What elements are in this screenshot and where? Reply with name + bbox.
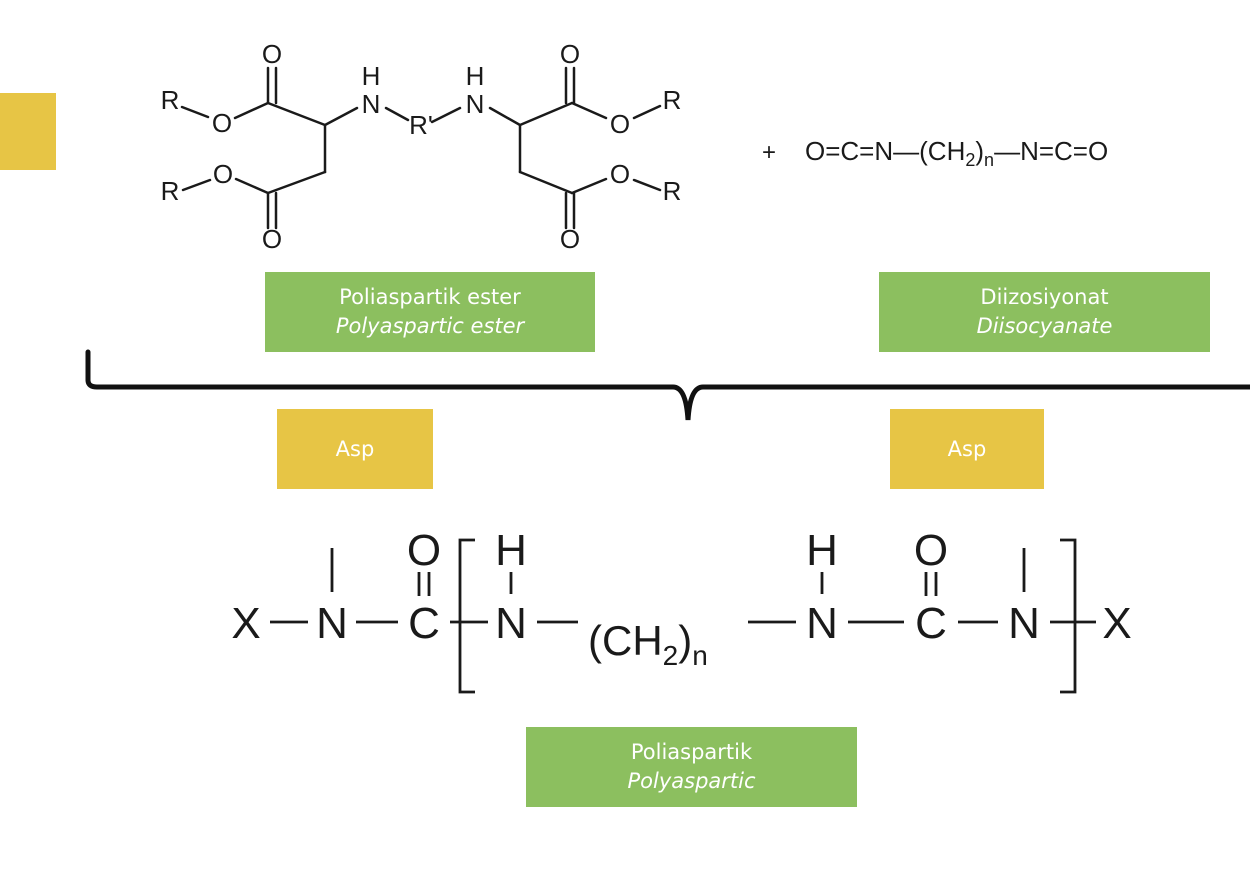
methylene-chain: (CH2)n xyxy=(588,617,708,671)
atom-o: O xyxy=(212,108,232,138)
asp-label-left: Asp xyxy=(277,409,433,489)
atom-o: O xyxy=(407,526,441,575)
atom-o: O xyxy=(610,159,630,189)
polyaspartic-product-label: Poliaspartik Polyaspartic xyxy=(526,727,857,807)
asp-label-right: Asp xyxy=(890,409,1044,489)
label-tr: Poliaspartik xyxy=(630,740,753,764)
label-en: Diisocyanate xyxy=(976,314,1113,338)
atom-x: X xyxy=(231,599,260,648)
atom-h: H xyxy=(495,526,527,575)
atom-h: H xyxy=(362,61,381,91)
atom-r: R xyxy=(663,176,682,206)
diisocyanate-label: Diizosiyonat Diisocyanate xyxy=(879,272,1210,352)
label-tr: Poliaspartik ester xyxy=(339,285,521,309)
atom-o: O xyxy=(560,39,580,69)
polyaspartic-ester-label: Poliaspartik ester Polyaspartic ester xyxy=(265,272,595,352)
ester-atom-labels: R O O R O O H N R' H N O O R O R O xyxy=(161,39,682,254)
atom-r-prime: R' xyxy=(409,110,433,140)
atom-r: R xyxy=(161,176,180,206)
cropped-asp-box xyxy=(0,93,56,170)
atom-o: O xyxy=(262,39,282,69)
atom-o: O xyxy=(914,526,948,575)
atom-r: R xyxy=(161,85,180,115)
diisocyanate-formula: O=C=N—(CH2)n—N=C=O xyxy=(805,136,1108,170)
label-tr: Diizosiyonat xyxy=(980,285,1109,309)
atom-r: R xyxy=(663,85,682,115)
atom-n: N xyxy=(316,599,348,648)
atom-o: O xyxy=(560,224,580,254)
asp-text: Asp xyxy=(947,436,987,461)
atom-o: O xyxy=(213,159,233,189)
reaction-brace xyxy=(85,349,1250,421)
atom-h: H xyxy=(806,526,838,575)
atom-c: C xyxy=(915,599,947,648)
product-bonds xyxy=(270,538,1096,694)
label-en: Polyaspartic ester xyxy=(335,314,525,338)
plus-sign: + xyxy=(762,139,776,166)
atom-o: O xyxy=(610,109,630,139)
label-en: Polyaspartic xyxy=(627,769,756,793)
atom-n: N xyxy=(466,89,485,119)
asp-text: Asp xyxy=(335,436,375,461)
atom-n: N xyxy=(495,599,527,648)
atom-o: O xyxy=(262,224,282,254)
polyaspartic-ester-structure xyxy=(180,66,662,230)
atom-n: N xyxy=(1008,599,1040,648)
atom-c: C xyxy=(408,599,440,648)
atom-n: N xyxy=(362,89,381,119)
atom-n: N xyxy=(806,599,838,648)
atom-h: H xyxy=(466,61,485,91)
product-structure: X N C O H N H N C O N X xyxy=(231,526,1131,648)
atom-x: X xyxy=(1102,599,1131,648)
